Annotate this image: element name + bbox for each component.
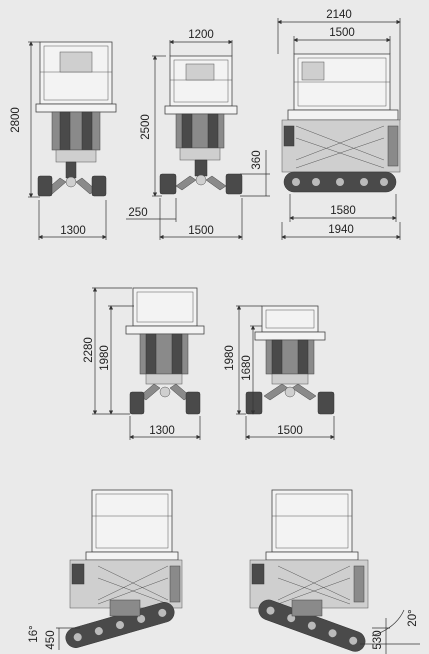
view-bottom-right: 530 20° [249,489,420,654]
dim-2500-height: 2500 [140,114,152,140]
dim-1580-track: 1580 [330,205,356,217]
dim-530-height: 530 [372,630,384,649]
view-front-2500: 1200 2500 360 250 1500 [126,29,270,240]
dim-360-step: 360 [251,150,263,169]
dim-1680-height: 1680 [241,355,253,381]
view-middle-right: 1980 1680 1500 [224,305,335,440]
scissor-lift-side-drawing [249,489,369,652]
view-front-2800: 2800 1300 [10,41,117,240]
dim-1500-width: 1500 [277,425,303,437]
scissor-lift-side-drawing [65,489,183,648]
dim-1500-platform: 1500 [329,27,355,39]
dim-1300-width: 1300 [60,225,86,237]
view-middle-left: 2280 1980 1300 [83,287,205,440]
scissor-lift-side-drawing [281,53,401,193]
dim-1980-height: 1980 [224,345,236,371]
dim-2800-height: 2800 [10,107,22,133]
dim-450-height: 450 [45,630,57,649]
dim-1500-width: 1500 [188,225,214,237]
scissor-lift-front-drawing [35,41,117,197]
view-side: 2140 1500 1580 1940 [277,9,401,240]
dim-250-offset: 250 [128,207,147,219]
scissor-lift-front-drawing [245,305,335,415]
dim-1200-top: 1200 [188,29,214,41]
dim-1980-height: 1980 [99,345,111,371]
scissor-lift-front-drawing [159,55,243,195]
angle-20-label: 20° [407,609,419,626]
dim-1940-bottom: 1940 [328,224,354,236]
view-bottom-left: 450 16° [28,489,183,650]
angle-16-label: 16° [28,625,40,642]
dim-2140-length: 2140 [326,9,352,21]
dim-2280-height: 2280 [83,337,95,363]
scissor-lift-front-drawing [125,287,205,415]
dim-1300-width: 1300 [149,425,175,437]
